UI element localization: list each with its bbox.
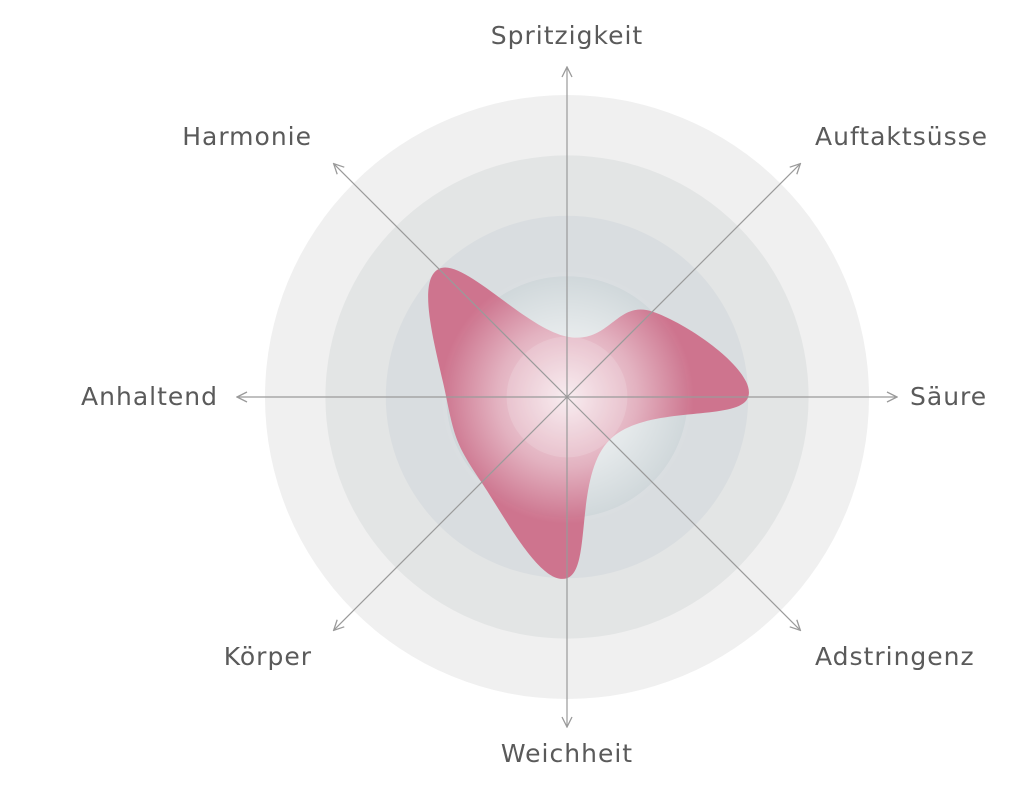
- axis-label-anhaltend: Anhaltend: [81, 382, 218, 411]
- axis-label-koerper: Körper: [224, 642, 312, 671]
- axis-label-saeure: Säure: [910, 382, 987, 411]
- axis-label-spritzigkeit: Spritzigkeit: [491, 21, 643, 50]
- axis-label-weichheit: Weichheit: [501, 739, 633, 768]
- axis-label-harmonie: Harmonie: [182, 122, 312, 151]
- axis-line-7: [334, 164, 568, 398]
- axis-line-3: [566, 396, 800, 630]
- axis-line-5: [334, 396, 568, 630]
- axis-label-adstringenz: Adstringenz: [815, 642, 975, 671]
- axis-line-1: [566, 164, 800, 398]
- axis-label-auftaktsuesse: Auftaktsüsse: [815, 122, 988, 151]
